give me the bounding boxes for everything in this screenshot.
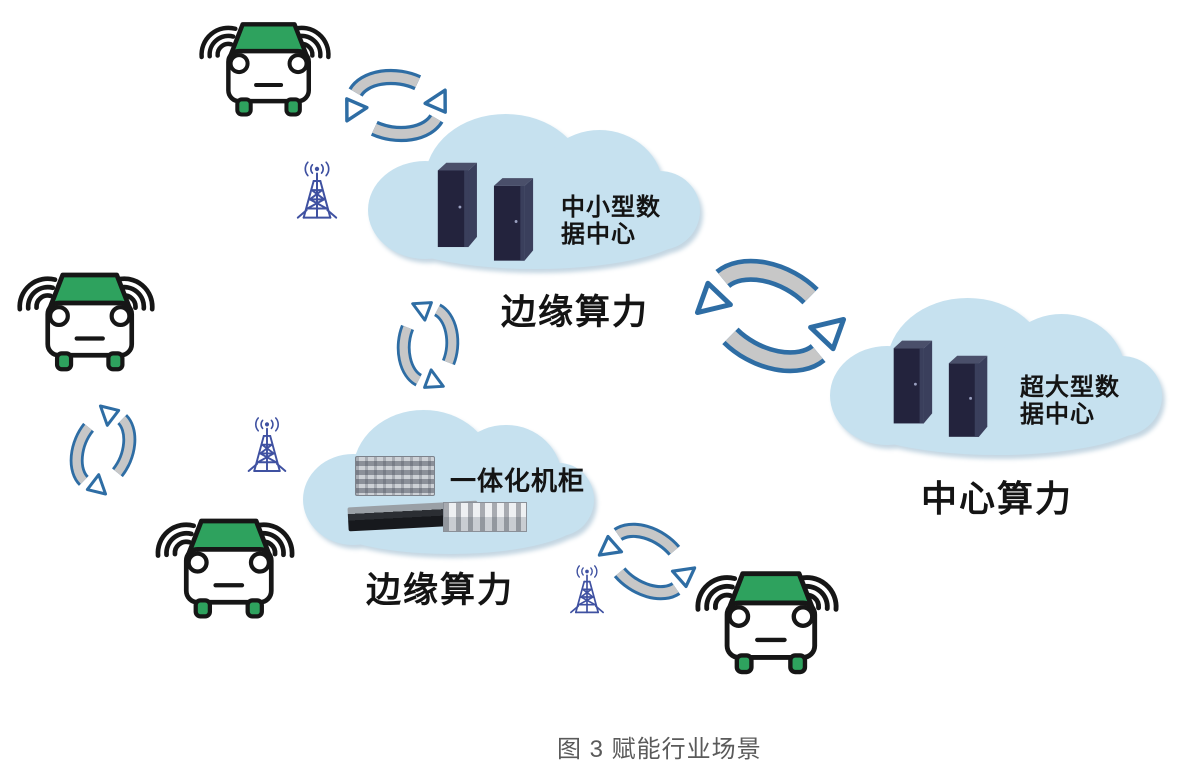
datacenter-label: 中小型数 据中心 bbox=[561, 194, 661, 248]
figure-caption: 图 3 赋能行业场景 bbox=[557, 736, 762, 763]
datacenter-label: 超大型数 据中心 bbox=[1020, 374, 1120, 428]
center-cloud: 超大型数 据中心 bbox=[830, 298, 1165, 458]
cell-tower-icon bbox=[243, 416, 291, 475]
datacenter-label-line2: 据中心 bbox=[561, 221, 636, 248]
cell-tower-icon bbox=[292, 160, 342, 222]
datacenter-label-line1: 超大型数 bbox=[1020, 374, 1120, 401]
edge-cloud-bottom: 一体化机柜 bbox=[303, 410, 597, 557]
sync-arrows-icon bbox=[325, 51, 466, 159]
connected-car-icon bbox=[16, 258, 156, 376]
edge-cloud-top: 中小型数 据中心 bbox=[368, 114, 703, 272]
datacenter-label-line1: 中小型数 bbox=[561, 194, 661, 221]
connected-car-icon bbox=[198, 8, 332, 121]
datacenter-label-line2: 据中心 bbox=[1020, 401, 1095, 428]
integrated-cabinet-label: 一体化机柜 bbox=[450, 466, 586, 496]
server-racks-icon bbox=[431, 160, 545, 266]
connected-car-icon bbox=[154, 504, 296, 623]
edge-computing-title-top: 边缘算力 bbox=[501, 293, 650, 332]
central-computing-title: 中心算力 bbox=[921, 478, 1074, 519]
edge-computing-title-bottom: 边缘算力 bbox=[366, 571, 515, 610]
sync-arrows-icon bbox=[46, 383, 160, 516]
rack-chassis-image bbox=[355, 456, 435, 496]
server-racks-icon bbox=[887, 338, 999, 442]
connected-car-icon bbox=[694, 556, 840, 679]
sync-arrows-icon bbox=[384, 286, 471, 404]
rack-unit-2u-image bbox=[443, 502, 527, 532]
cloud-puff bbox=[381, 186, 690, 269]
